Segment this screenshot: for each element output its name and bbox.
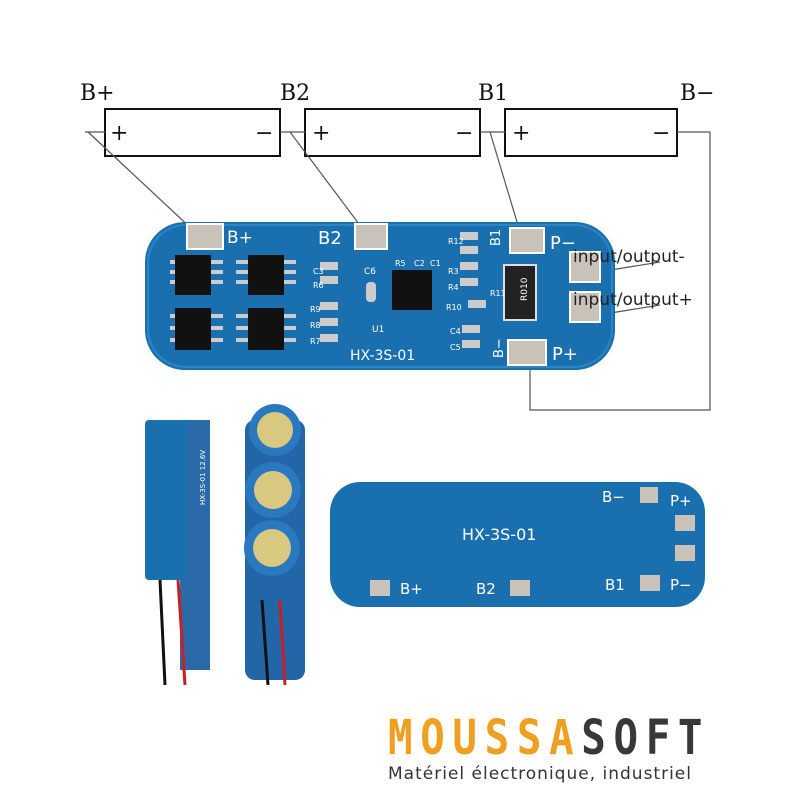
component-label: C6 [364,267,376,277]
component-label: R11 [490,289,506,298]
component-label: C5 [450,343,461,352]
logo-part2: SOFT [581,710,711,766]
component-label: R12 [448,237,464,246]
pad-bplus [186,223,224,250]
pad-bminus [507,339,547,366]
shunt-marking: R010 [520,277,530,301]
back-pad-bminus-label: B− [602,488,625,506]
cell-minus: − [455,121,473,146]
assembled-pack-photo: HX-3S-01 12.6V [145,404,305,686]
pad-pminus-label: P− [550,233,576,254]
component-label: C4 [450,327,461,336]
terminal-bminus-label: B− [680,81,715,106]
cell-plus: + [110,121,128,146]
back-pad-b1-label: B1 [605,576,625,594]
terminal-b2-label: B2 [280,81,310,106]
component-label: R6 [313,281,324,290]
output-minus-annotation: input/output- [573,247,685,267]
pad-b2-label: B2 [318,228,342,249]
moussasoft-logo: MOUSSASOFT Matériel électronique, indust… [388,712,798,784]
back-pad-pminus-label: P− [670,576,692,594]
component-label: C3 [313,267,324,276]
output-plus-annotation: input/output+ [573,290,693,310]
pad-pplus-label: P+ [552,344,578,365]
cell-minus: − [652,121,670,146]
pad-pminus [569,251,601,283]
component-label: R5 [395,259,406,268]
pad-bplus-label: B+ [227,228,253,248]
component-label: C2 [414,259,425,268]
pad-pplus [569,291,601,323]
pad-b1-label: B1 [489,229,504,246]
side-marking: HX-3S-01 12.6V [199,450,207,505]
battery-cells-diagram [104,108,678,157]
back-board-model: HX-3S-01 [462,525,536,544]
cell-minus: − [255,121,273,146]
component-label: R7 [310,337,321,346]
component-label: R8 [310,321,321,330]
pad-bminus-label: B− [492,338,507,358]
chip-u1 [392,270,432,310]
component-label: R4 [448,283,459,292]
cell-1 [104,108,281,157]
cell-plus: + [512,121,530,146]
back-pad-pplus-label: P+ [670,492,692,510]
component-label: R9 [310,305,321,314]
component-label: C1 [430,259,441,268]
component-label: R10 [446,303,462,312]
component-label: U1 [372,325,384,335]
back-pad-b2-label: B2 [476,580,496,598]
board-model: HX-3S-01 [350,348,415,364]
cell-2 [304,108,481,157]
component-label: R3 [448,267,459,276]
logo-part1: MOUSSA [388,710,582,766]
terminal-bplus-label: B+ [80,81,115,106]
logo-tagline: Matériel électronique, industriel [388,764,692,784]
cell-plus: + [312,121,330,146]
terminal-b1-label: B1 [478,81,508,106]
pad-b2 [354,223,388,250]
pcb-front: B+ B2 P− P+ HX-3S-01 B1 B− C3 R6 R9 R8 R… [145,222,615,370]
back-pad-bplus-label: B+ [400,580,423,598]
pcb-back: B− P+ HX-3S-01 B+ B2 B1 P− [330,482,705,607]
pad-b1 [509,227,545,254]
